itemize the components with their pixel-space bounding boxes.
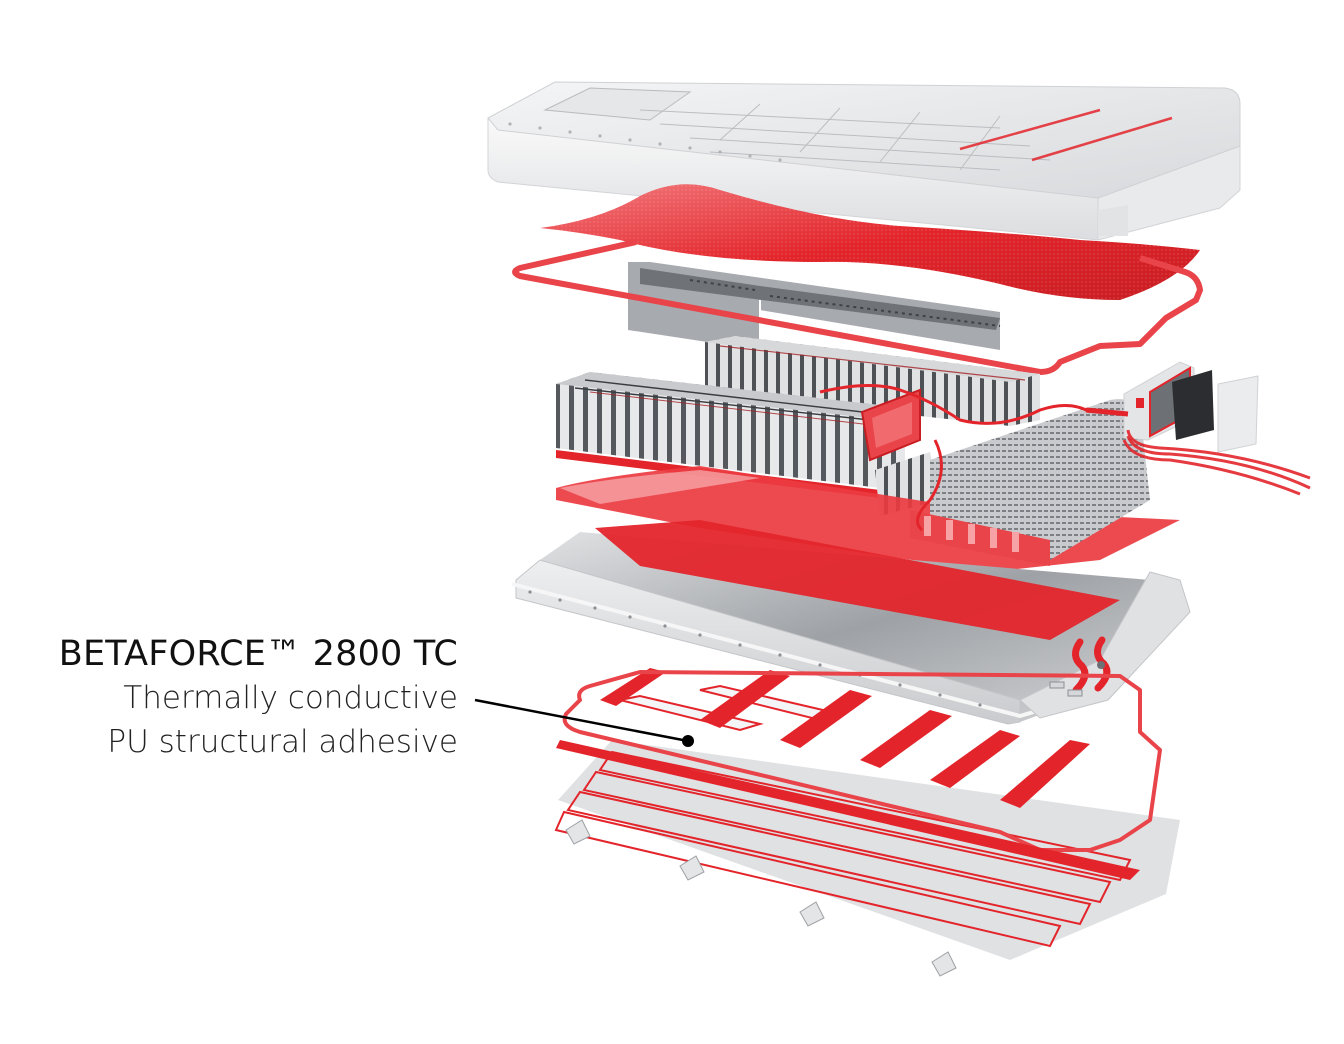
cell-modules (556, 336, 1040, 516)
product-description-line2: PU structural adhesive (107, 724, 458, 760)
mounting-tabs (565, 819, 957, 977)
product-callout: BETAFORCE™ 2800 TC Thermally conductive … (59, 632, 458, 764)
product-name: BETAFORCE™ 2800 TC (58, 634, 458, 674)
cooling-plate (554, 668, 1180, 977)
callout-leader (474, 698, 694, 747)
product-description-line1: Thermally conductive (123, 680, 458, 716)
top-mesh-sheet (540, 184, 1200, 300)
gasket-seal (512, 239, 1203, 375)
top-cover (487, 81, 1241, 241)
bms-connector (1085, 361, 1311, 496)
busbar-mesh-module (819, 384, 1150, 566)
leader-dot-icon (682, 735, 694, 747)
